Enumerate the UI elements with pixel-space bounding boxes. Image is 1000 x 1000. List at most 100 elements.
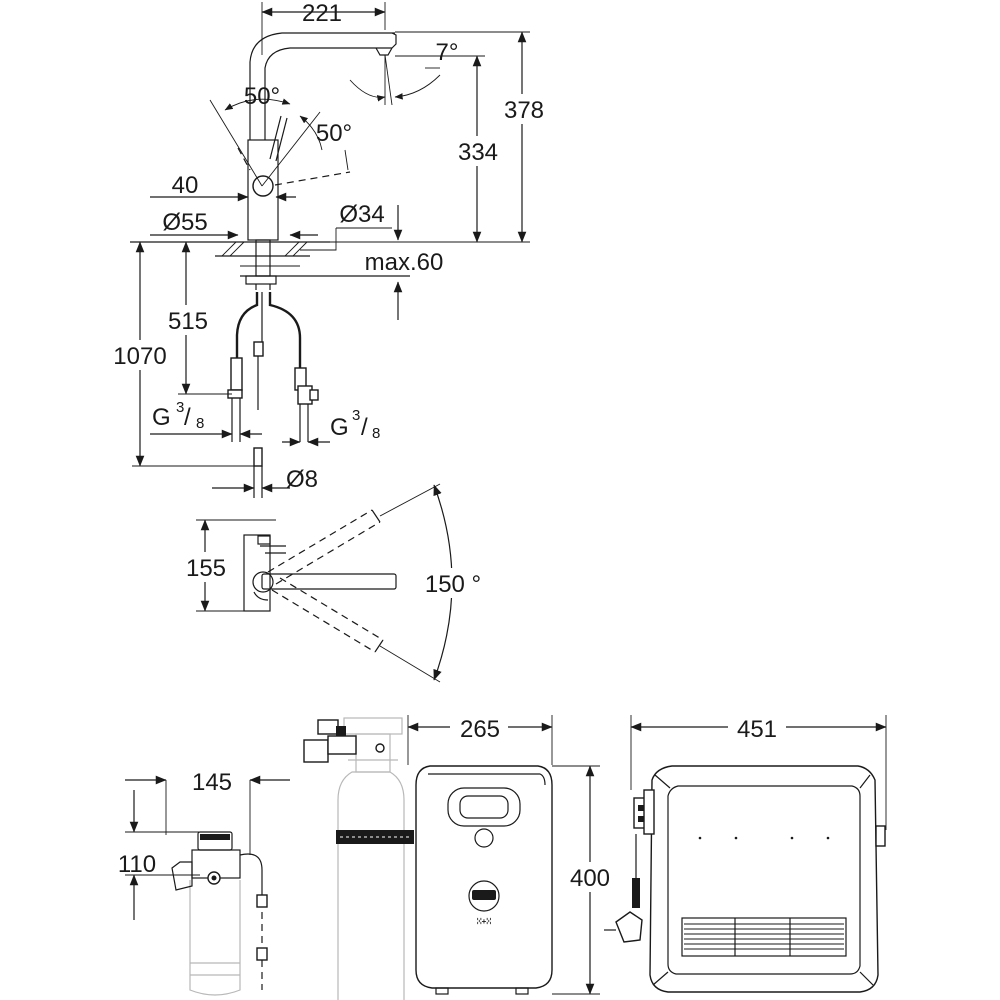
angle-ghost [274,171,351,186]
hose-right [268,292,302,382]
thread-right-num: 3 [352,407,360,424]
boiler-side-body [649,765,879,993]
boiler-switch[interactable] [468,880,500,912]
dim-swivel-angle: 150 ° [425,571,481,598]
boiler-button[interactable] [474,828,494,848]
angle-ghost [237,147,251,171]
regulator-gauge [303,739,329,763]
thread-left-num: 3 [176,399,184,416]
lever-hub [252,175,274,197]
dim-pipe-diameter: Ø8 [286,466,318,493]
dim-spout-reach: 221 [302,0,342,27]
lever-handle [269,115,282,160]
dim-lever-offset: 40 [172,172,199,199]
dim-boiler-width: 451 [737,716,777,743]
spout-tip [391,32,397,49]
panel-corner [652,971,669,986]
label-bg [728,712,786,740]
panel-corner [654,774,671,789]
panel-dots [698,836,830,840]
angle-arc [299,115,323,151]
angle-tick [344,149,349,171]
faucet-plan-view: 155 150 ° [180,483,482,683]
leader-34 [300,228,337,251]
cord-sleeve [632,878,640,908]
aerator [375,47,393,56]
bottle-strap [336,830,414,844]
thread-left-den: 8 [196,415,204,432]
bottle-neck [355,733,391,773]
dim-boiler-height: 400 [570,865,610,892]
boiler-front-view: 265 ꔘ+ꔘ 400 [407,712,618,995]
angle-arc [224,98,291,111]
hose-ferrule [256,947,268,961]
boiler-display [447,787,521,827]
connector-port [638,816,644,822]
boiler-switch-text: ꔘ+ꔘ [477,917,491,926]
swivel-ghost-down [271,577,384,653]
side-fitting [875,825,886,847]
hose-crimp [253,341,264,357]
boiler-foot [515,987,529,995]
boiler-inset [428,773,546,786]
swivel-ghost-up-tip [371,509,381,523]
vent-frame [681,917,847,957]
label-bg [418,568,482,598]
mounting-shank [255,239,271,277]
label-bg [450,712,508,740]
fraction-slash: / [361,414,368,441]
regulator-knob [317,719,339,735]
plan-pivot [252,571,274,593]
filter-hose [239,853,263,900]
angle-arrow [394,74,441,100]
filter-valve-center [211,875,217,881]
regulator-port [375,743,385,753]
connector-port [638,805,644,811]
mounting-nut [245,275,277,285]
faucet-side-view: 221 7° 50° 50° 40 Ø55 [108,0,545,498]
boiler-foot [435,987,449,995]
label-bg [455,136,503,166]
plan-lever [260,545,286,554]
dim-spout-tilt: 7° [436,39,459,66]
dim-filter-width: 145 [192,769,232,796]
filter-bracket [171,861,193,891]
dim-lever-angle-side: 50° [316,120,352,147]
dim-lever-angle-top: 50° [244,83,280,110]
boiler-side-view: 451 [604,712,887,993]
angle-line [384,54,393,106]
bottle-body [337,771,405,1000]
pipe-stub [253,447,263,467]
hose-ferrule [256,894,268,908]
plan-spout [261,573,397,590]
label-bg [505,94,545,124]
bottle-regulator [343,717,403,735]
label-bg [160,305,214,335]
fraction-slash: / [184,404,191,431]
thread-right-g: G [330,414,349,441]
filter-cartridge [189,880,241,996]
valve-tap [309,389,319,401]
filter-cap-band [200,834,230,840]
hose-ferrule-left [230,357,243,391]
filter-assembly: 145 110 [118,769,290,996]
angle-arrow [349,79,386,102]
dim-boiler-depth: 265 [460,716,500,743]
dim-hole-diameter: Ø34 [339,201,384,228]
countertop-hatch [221,241,308,257]
swivel-ext [379,645,441,683]
thread-right-den: 8 [372,425,380,442]
dim-filter-height: 110 [118,851,156,878]
vent-grille [681,917,847,957]
thread-left-g: G [152,404,171,431]
label-bg [180,552,232,582]
dim-hose-length: 1070 [113,343,166,370]
boiler-side-panel [667,785,861,975]
hose-left [235,292,259,390]
dim-outlet-height: 334 [458,139,498,166]
swivel-ghost-up [267,509,381,585]
swivel-ext [379,483,441,517]
plan-hook [253,591,269,601]
angle-line [209,99,263,187]
